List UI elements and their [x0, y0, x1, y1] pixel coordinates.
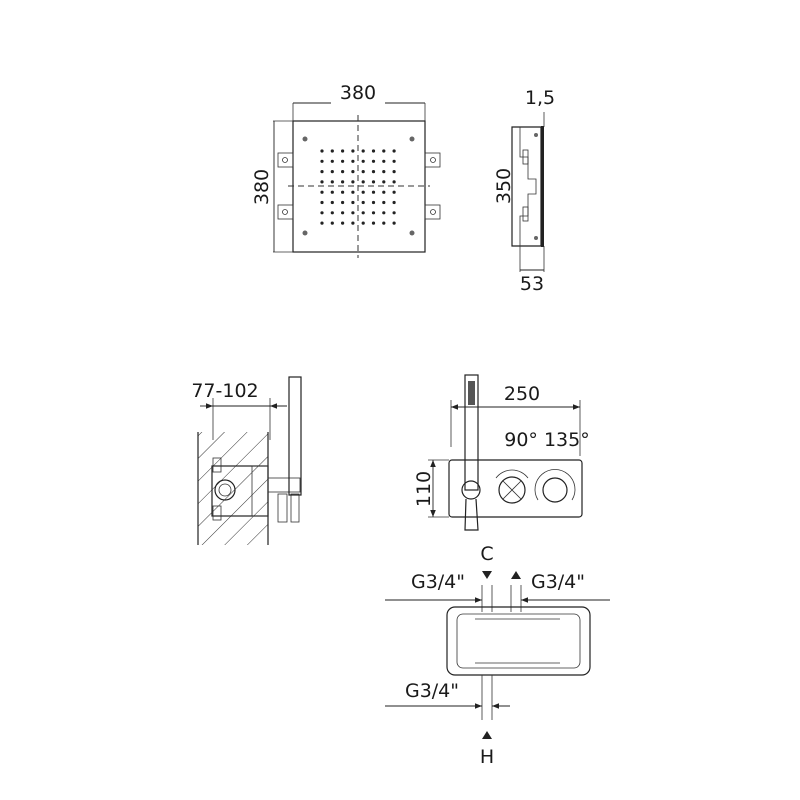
c-label: C	[480, 543, 493, 565]
nozzle-dot	[371, 221, 376, 225]
top-width-label: 380	[340, 82, 376, 104]
h-label: H	[480, 746, 494, 768]
nozzle-dot	[341, 211, 345, 215]
front-width-label: 250	[504, 383, 540, 405]
side-height-label: 350	[493, 168, 515, 204]
nozzle-dot	[320, 180, 324, 184]
nozzle-dot	[382, 190, 386, 194]
nozzle-dot	[351, 159, 355, 163]
nozzle-dot	[351, 170, 355, 174]
nozzle-dot	[382, 221, 386, 225]
nozzle-dot	[351, 221, 355, 225]
nozzle-dot	[371, 180, 376, 184]
nozzle-dot	[371, 149, 376, 153]
angles-label: 90° 135°	[504, 429, 589, 451]
nozzle-dot	[382, 170, 386, 174]
nozzle-dot	[371, 170, 376, 174]
corner-screws	[302, 136, 415, 236]
nozzle-dot	[382, 200, 386, 205]
nozzle-dot	[320, 200, 324, 205]
nozzle-dot	[320, 159, 324, 163]
nozzle-dot	[330, 211, 334, 215]
nozzle-dot	[371, 159, 376, 163]
wall-section-view: 77-102	[191, 376, 302, 545]
nozzle-dot	[341, 221, 345, 225]
nozzle-dot	[392, 200, 396, 205]
nozzle-dot	[330, 190, 334, 194]
nozzle-dot	[351, 211, 355, 215]
nozzle-dot	[371, 190, 376, 194]
thermostat-knob	[534, 469, 576, 503]
plan-view: C G3/4" G3/4" G3/4" H	[385, 543, 610, 768]
nozzle-dot	[392, 211, 396, 215]
top-height-label: 380	[251, 169, 273, 205]
side-depth-label: 53	[520, 273, 544, 295]
nozzle-dot	[320, 170, 324, 174]
nozzle-grid	[320, 149, 396, 225]
nozzle-dot	[392, 170, 396, 174]
front-height-label: 110	[413, 471, 435, 507]
nozzle-dot	[392, 149, 396, 153]
nozzle-dot	[382, 159, 386, 163]
nozzle-dot	[392, 159, 396, 163]
nozzle-dot	[361, 159, 365, 163]
nozzle-dot	[341, 180, 345, 184]
nozzle-dot	[330, 170, 334, 174]
nozzle-dot	[361, 180, 365, 184]
nozzle-dot	[320, 221, 324, 225]
nozzle-dot	[351, 180, 355, 184]
nozzle-dot	[392, 190, 396, 194]
side-view: 1,5 350 53	[493, 87, 555, 295]
nozzle-dot	[371, 211, 376, 215]
nozzle-dot	[330, 221, 334, 225]
nozzle-dot	[351, 190, 355, 194]
nozzle-dot	[341, 149, 345, 153]
nozzle-dot	[371, 200, 376, 205]
nozzle-dot	[382, 180, 386, 184]
side-thickness-label: 1,5	[525, 87, 555, 109]
nozzle-dot	[351, 149, 355, 153]
nozzle-dot	[341, 159, 345, 163]
nozzle-dot	[330, 180, 334, 184]
diverter-knob	[495, 469, 529, 504]
nozzle-dot	[320, 149, 324, 153]
nozzle-dot	[382, 211, 386, 215]
nozzle-dot	[361, 211, 365, 215]
thread-right-label: G3/4"	[531, 571, 585, 593]
nozzle-dot	[392, 221, 396, 225]
thread-bottom-label: G3/4"	[405, 680, 459, 702]
nozzle-dot	[341, 200, 345, 205]
wall-depth-label: 77-102	[191, 380, 258, 402]
nozzle-dot	[361, 190, 365, 194]
nozzle-dot	[382, 149, 386, 153]
thread-left-label: G3/4"	[411, 571, 465, 593]
nozzle-dot	[330, 149, 334, 153]
nozzle-dot	[341, 190, 345, 194]
nozzle-dot	[361, 170, 365, 174]
nozzle-dot	[320, 190, 324, 194]
front-view: 250 90° 135° 110	[413, 374, 590, 531]
nozzle-dot	[330, 200, 334, 205]
nozzle-dot	[361, 200, 365, 205]
nozzle-dot	[341, 170, 345, 174]
nozzle-dot	[320, 211, 324, 215]
top-view: 380 380	[251, 82, 441, 258]
nozzle-dot	[361, 221, 365, 225]
nozzle-dot	[392, 180, 396, 184]
nozzle-dot	[361, 149, 365, 153]
nozzle-dot	[351, 200, 355, 205]
mounting-tabs	[277, 152, 441, 220]
nozzle-dot	[330, 159, 334, 163]
